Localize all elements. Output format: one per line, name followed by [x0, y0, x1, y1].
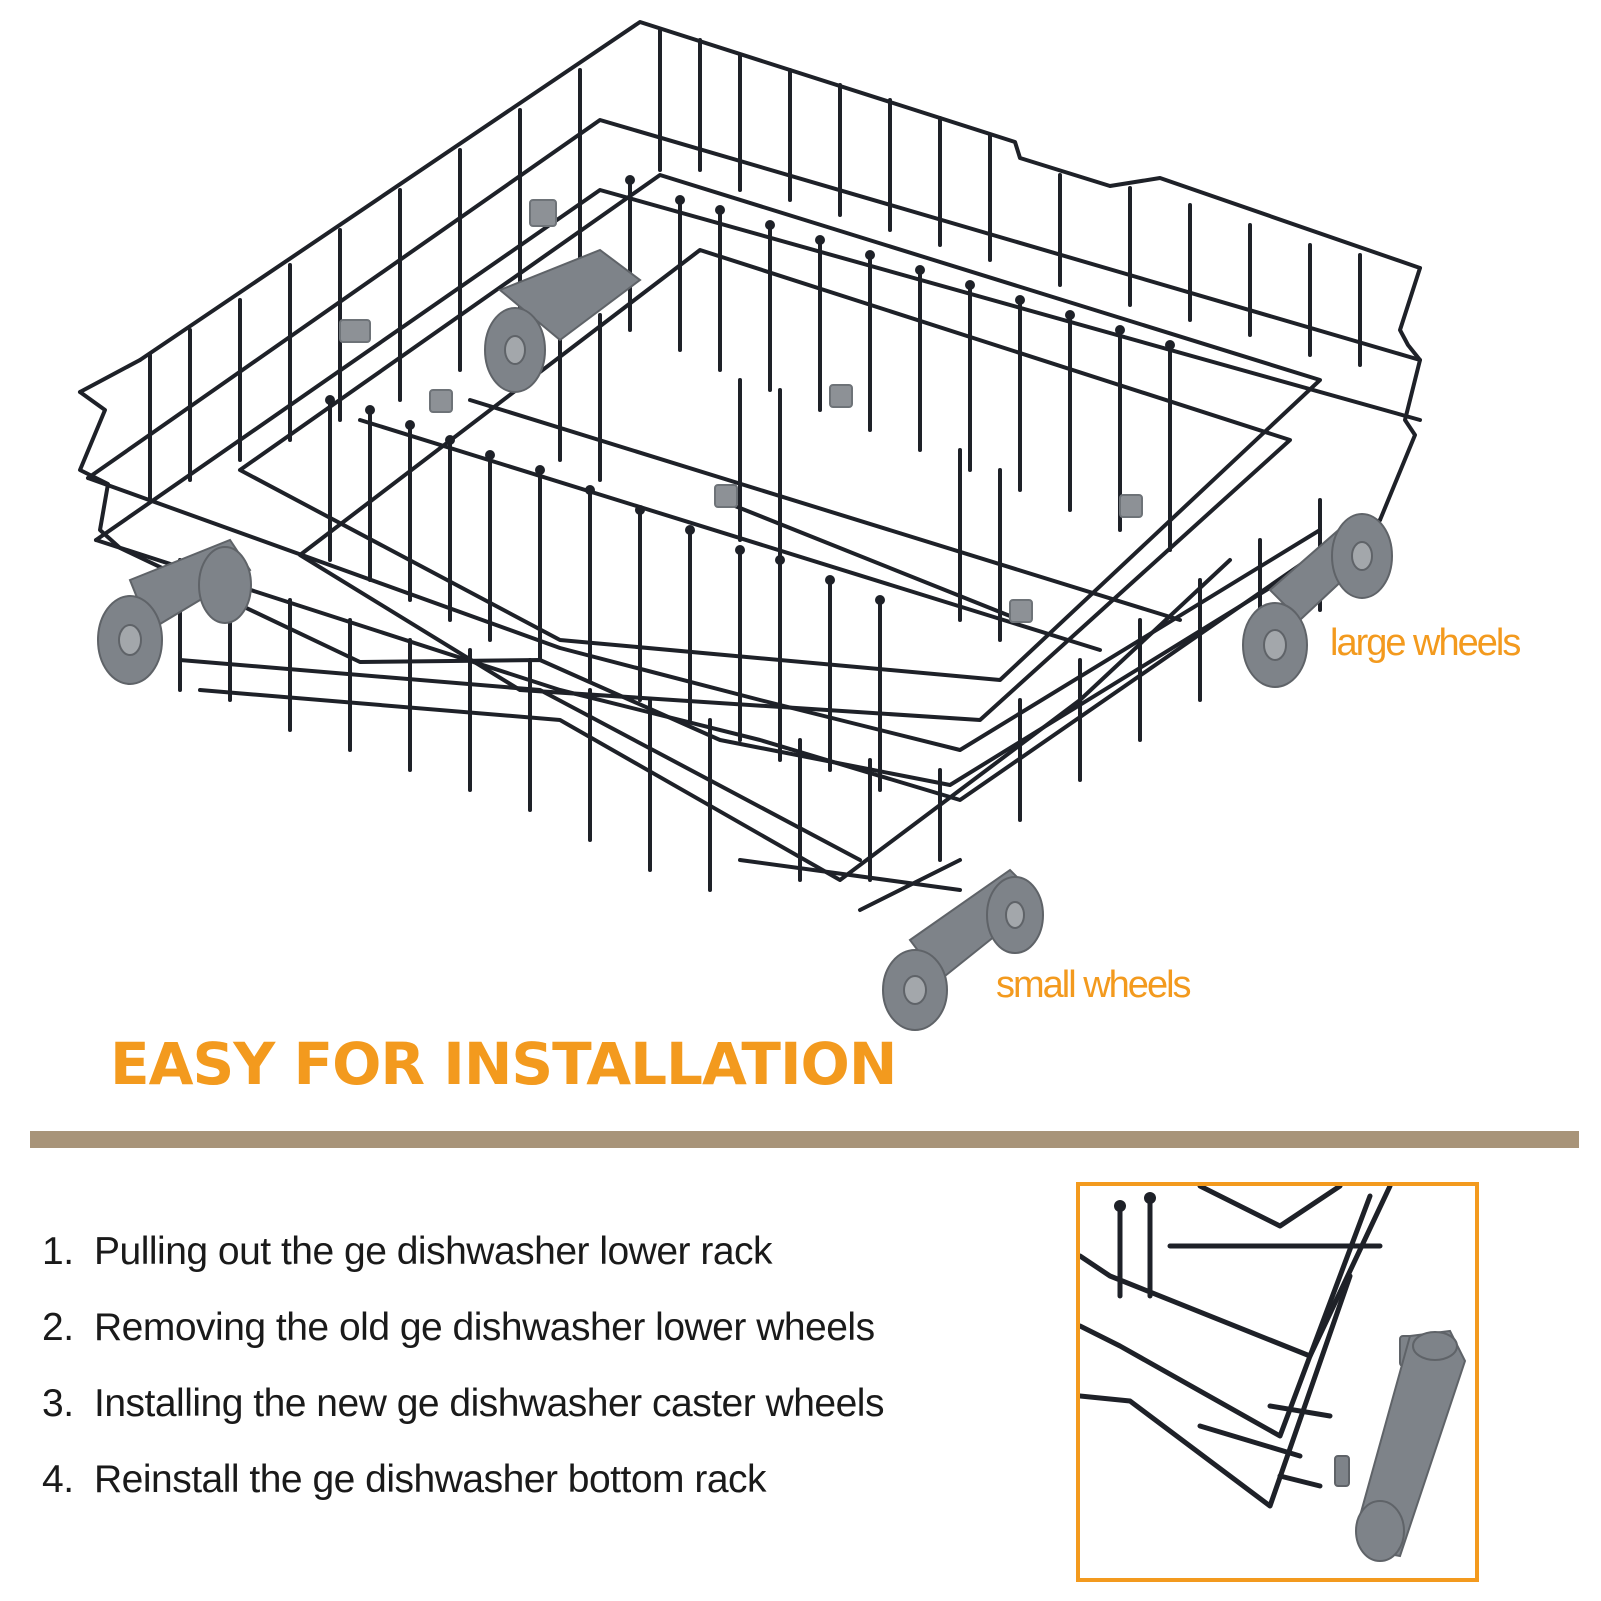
step-text: Removing the old ge dishwasher lower whe…	[94, 1306, 875, 1349]
dishwasher-rack-icon	[78, 20, 1422, 1031]
wheel-detail-icon	[1080, 1186, 1467, 1562]
headline: EASY FOR INSTALLATION	[110, 1030, 897, 1098]
step-number: 4.	[42, 1458, 74, 1501]
divider	[30, 1131, 1579, 1148]
step-item: 3. Installing the new ge dishwasher cast…	[42, 1382, 884, 1458]
step-item: 2. Removing the old ge dishwasher lower …	[42, 1306, 884, 1382]
step-text: Reinstall the ge dishwasher bottom rack	[94, 1458, 767, 1501]
large-wheels-label: large wheels	[1330, 622, 1521, 664]
step-number: 1.	[42, 1230, 74, 1273]
installation-steps: 1. Pulling out the ge dishwasher lower r…	[42, 1230, 884, 1534]
small-wheels-label: small wheels	[996, 964, 1192, 1006]
step-text: Pulling out the ge dishwasher lower rack	[94, 1230, 773, 1273]
step-item: 1. Pulling out the ge dishwasher lower r…	[42, 1230, 884, 1306]
wheel-detail-frame	[1076, 1182, 1479, 1582]
step-number: 2.	[42, 1306, 74, 1349]
step-number: 3.	[42, 1382, 74, 1425]
step-item: 4. Reinstall the ge dishwasher bottom ra…	[42, 1458, 884, 1534]
step-text: Installing the new ge dishwasher caster …	[94, 1382, 884, 1425]
